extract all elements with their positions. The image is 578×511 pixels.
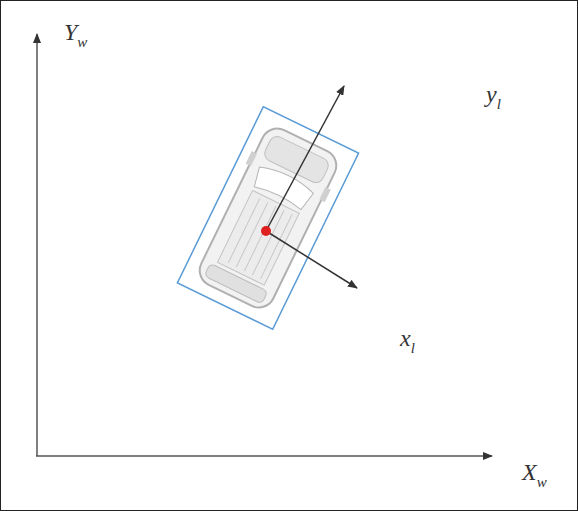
- world-x-label: Xw: [522, 460, 547, 490]
- local-x-label: xl: [400, 326, 415, 356]
- world-y-axis: [36, 34, 38, 456]
- local-x-axis: [266, 231, 357, 288]
- world-x-axis: [36, 455, 492, 457]
- world-y-label: Yw: [64, 20, 87, 50]
- car-illustration: [177, 107, 358, 330]
- local-y-axis: [266, 86, 344, 231]
- origin-dot: [261, 226, 271, 236]
- local-y-label: yl: [486, 82, 501, 112]
